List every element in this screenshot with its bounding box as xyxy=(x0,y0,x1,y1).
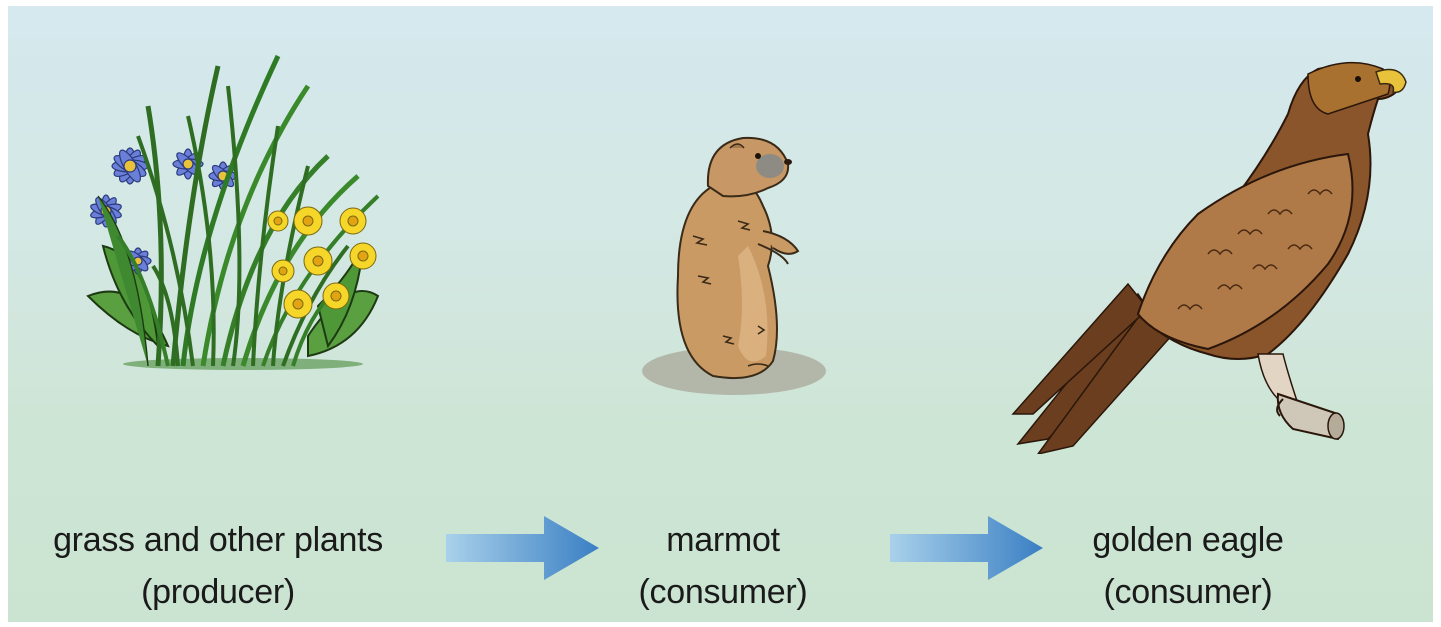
marmot-label: marmot (consumer) xyxy=(608,514,838,618)
food-chain-diagram: grass and other plants (producer) marmot… xyxy=(8,6,1433,622)
producer-role: (producer) xyxy=(28,566,408,618)
eagle-name: golden eagle xyxy=(1068,514,1308,566)
right-arrow-icon xyxy=(446,516,601,580)
marmot-name: marmot xyxy=(608,514,838,566)
grass-flowers-icon xyxy=(78,46,388,376)
eagle-role: (consumer) xyxy=(1068,566,1308,618)
producer-label: grass and other plants (producer) xyxy=(28,514,408,618)
eagle-label: golden eagle (consumer) xyxy=(1068,514,1308,618)
marmot-role: (consumer) xyxy=(608,566,838,618)
marmot-icon xyxy=(638,126,838,406)
producer-name: grass and other plants xyxy=(28,514,408,566)
golden-eagle-icon xyxy=(1008,54,1408,454)
right-arrow-icon xyxy=(890,516,1045,580)
